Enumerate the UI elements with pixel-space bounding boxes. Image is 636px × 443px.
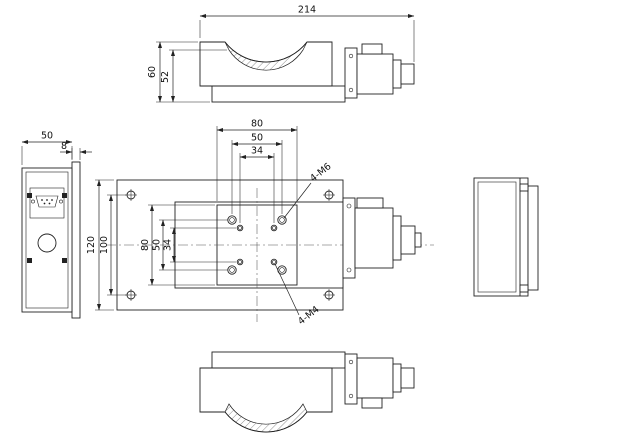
top-view: 214 60 52: [147, 5, 415, 103]
front-view-motor-connector: [356, 197, 384, 209]
right-view-notch: [519, 284, 529, 293]
dim-80-top-text: 80: [251, 119, 263, 130]
dim-34-left: 34: [163, 227, 236, 263]
dim-50-top-text: 50: [251, 133, 263, 144]
dim-100-text: 100: [99, 236, 110, 254]
connector-pin: [41, 199, 43, 201]
dim-120-left: 120: [86, 179, 114, 311]
dim-214-text: 214: [298, 5, 316, 16]
dim-8-side-text: 8: [61, 141, 67, 152]
front-flange-bolt: [346, 267, 352, 273]
bottom-view: [199, 351, 415, 433]
top-view-motor-step: [392, 59, 402, 89]
front-view-motor-body: [354, 207, 394, 269]
bottom-view-motor-step: [392, 363, 402, 393]
base-corner-holes: [125, 189, 335, 301]
dim-50-left: 50: [152, 219, 228, 271]
bottom-flange-bolt: [348, 393, 354, 399]
screw-head: [27, 193, 32, 198]
right-view-notch: [519, 183, 529, 192]
right-view-inner-outline: [477, 181, 517, 293]
dim-50-left-text: 50: [152, 239, 163, 251]
dim-8-side: 8: [60, 141, 92, 160]
right-view-adapter-plate: [527, 185, 539, 291]
dim-80-left: 80: [140, 204, 215, 286]
top-view-motor-connector: [361, 43, 383, 55]
dim-52-text: 52: [160, 71, 171, 83]
bottom-view-motor-body: [356, 357, 394, 399]
dim-34-top-text: 34: [251, 146, 263, 157]
front-view: 4-M6 4-M4 80 50 34: [86, 119, 434, 327]
dim-60: 60: [147, 41, 210, 103]
connector-pin: [51, 199, 53, 201]
right-side-view: [473, 177, 539, 297]
bottom-view-saddle-outline: [199, 367, 333, 433]
screw-head: [62, 193, 67, 198]
bottom-view-motor-cap: [400, 367, 415, 389]
front-flange-bolt: [346, 203, 352, 209]
dim-80-left-text: 80: [140, 239, 151, 251]
connector-pin: [46, 199, 48, 201]
front-view-motor-cap: [400, 225, 416, 255]
dim-120-text: 120: [86, 236, 97, 254]
front-view-motor-flange: [342, 197, 356, 279]
connector-screw: [59, 199, 63, 204]
left-side-view: 50 8: [21, 131, 92, 319]
dim-50-top: 50: [231, 133, 283, 214]
screw-head: [27, 258, 32, 263]
dim-80-top: 80: [216, 119, 298, 201]
dim-34-top: 34: [239, 146, 275, 223]
top-view-motor-body: [356, 53, 394, 95]
front-view-motor-step: [392, 215, 402, 261]
top-view-flange-bolt: [348, 53, 354, 59]
dim-60-text: 60: [147, 66, 158, 78]
left-view-hole: [37, 233, 57, 253]
connector-screw: [31, 199, 35, 204]
db9-connector: [35, 195, 59, 208]
bottom-view-arc-hatch-band: [224, 403, 308, 433]
dim-50-side-text: 50: [41, 131, 53, 142]
left-view-adapter-plate: [71, 161, 81, 319]
bottom-view-base-plate: [211, 351, 346, 369]
left-view-inner-outline: [25, 171, 69, 309]
left-view-connector-housing: [29, 187, 65, 219]
connector-pin: [43, 202, 46, 205]
left-view-body: [21, 167, 73, 313]
front-view-motor-nub: [414, 232, 422, 248]
bottom-view-motor-connector: [361, 397, 383, 409]
top-view-base-plate: [211, 85, 346, 103]
screw-head: [62, 258, 67, 263]
bottom-view-motor-flange: [344, 353, 358, 405]
top-view-motor-cap: [400, 63, 415, 85]
connector-pin: [48, 202, 51, 205]
bottom-flange-bolt: [348, 359, 354, 365]
top-view-arc-hatch-band: [224, 41, 308, 71]
top-view-motor-flange: [344, 47, 358, 99]
dim-100-left: 100: [99, 194, 126, 296]
right-view-body: [473, 177, 529, 297]
dim-52: 52: [160, 49, 227, 103]
top-view-flange-bolt: [348, 87, 354, 93]
m4-holes: [236, 224, 278, 266]
dim-214: 214: [199, 5, 415, 62]
dim-34-left-text: 34: [163, 239, 174, 251]
